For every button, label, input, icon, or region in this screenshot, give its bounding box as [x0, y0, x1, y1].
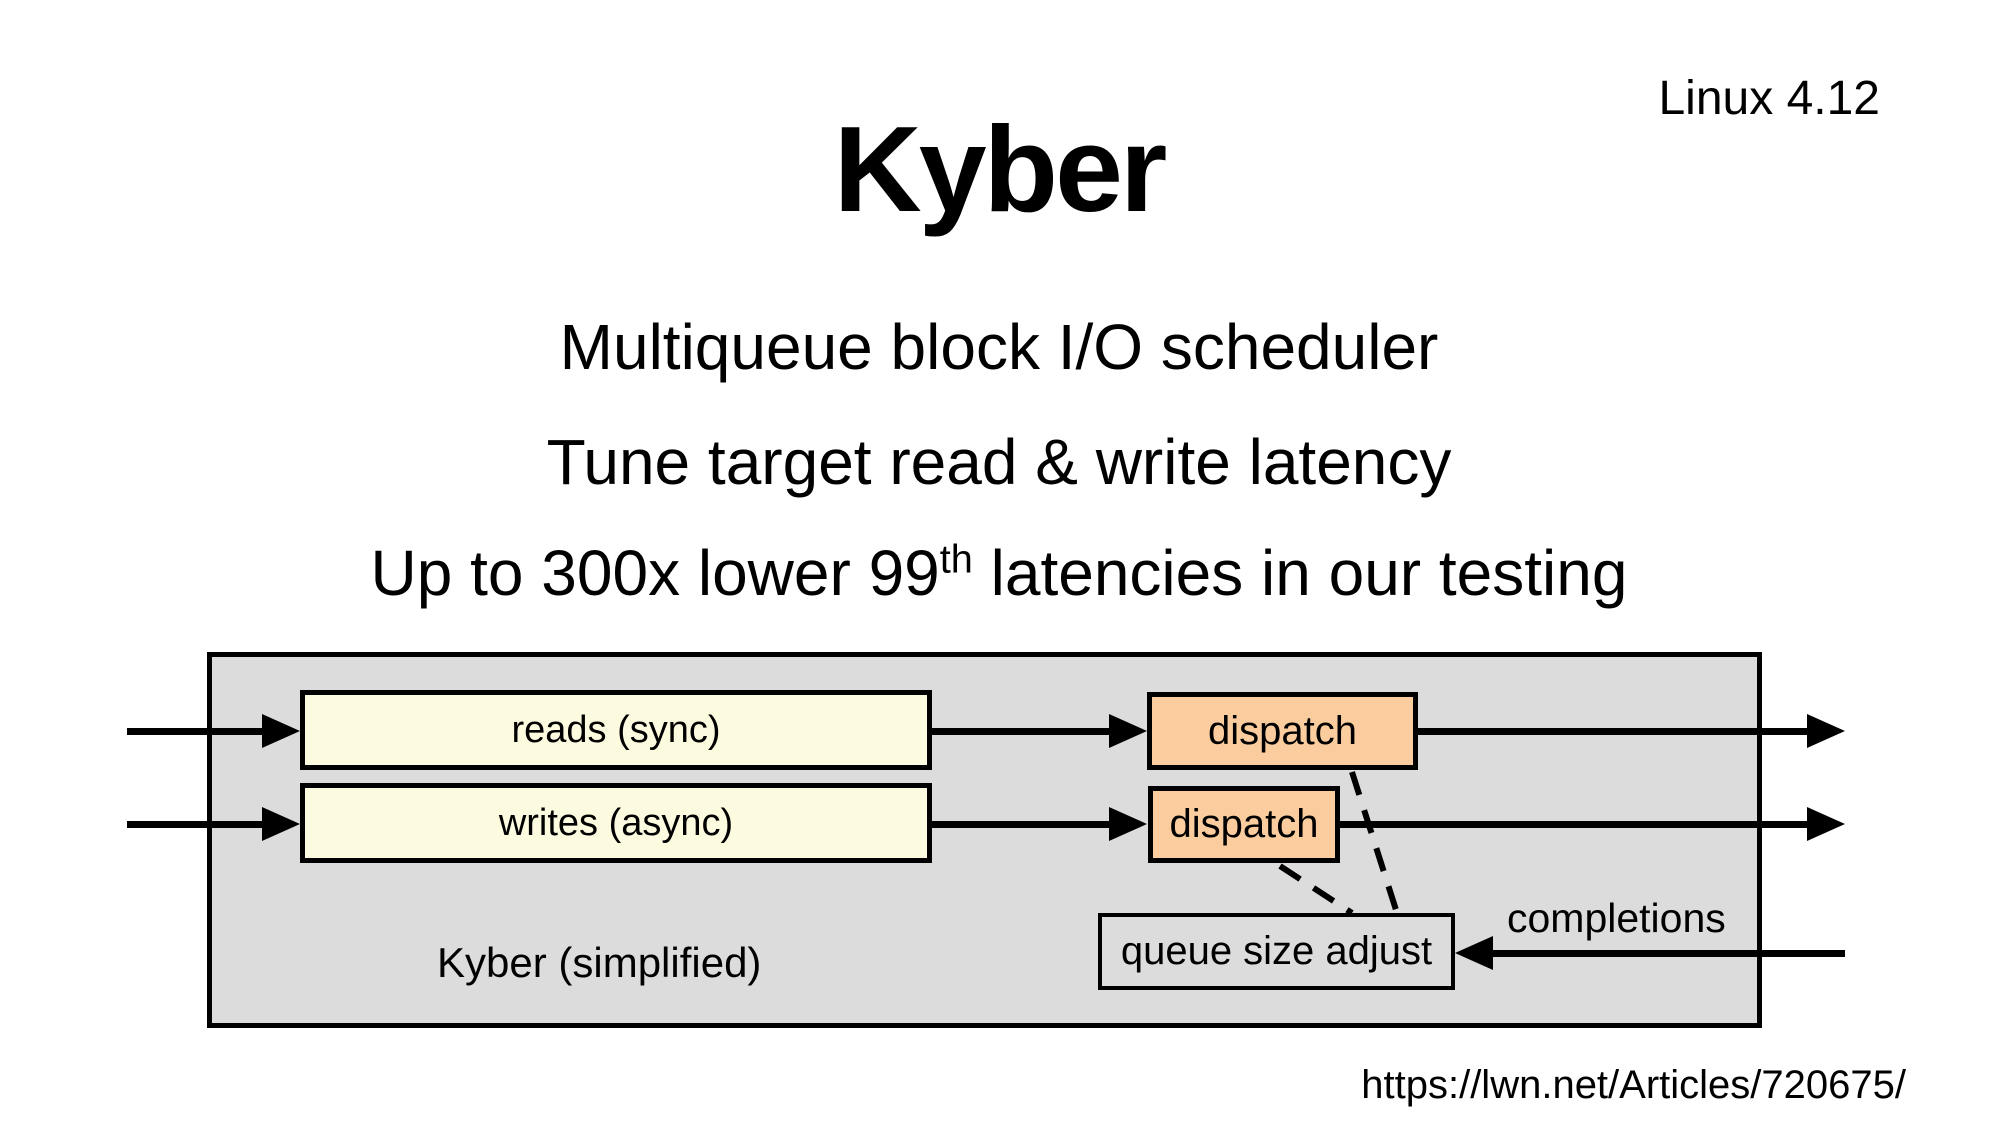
reads-queue-box: reads (sync) [300, 690, 932, 770]
dispatch-read-out-arrow-line [1418, 728, 1809, 735]
writes-to-dispatch-arrow-line [932, 821, 1111, 828]
dispatch-read-box: dispatch [1147, 692, 1418, 770]
writes-queue-label: writes (async) [498, 801, 734, 844]
dispatch-write-label: dispatch [1169, 802, 1319, 846]
completions-label: completions [1507, 895, 1726, 941]
queue-size-adjust-box: queue size adjust [1098, 913, 1455, 990]
subtitle-line-3: Up to 300x lower 99th latencies in our t… [0, 535, 1998, 611]
reads-to-dispatch-arrow-head [1109, 714, 1147, 748]
slide-title: Kyber [833, 101, 1168, 237]
writes-queue-box: writes (async) [300, 783, 932, 863]
subtitle-line-2: Tune target read & write latency [546, 426, 1452, 498]
subtitle-line-1: Multiqueue block I/O scheduler [559, 311, 1439, 383]
writes-to-dispatch-arrow-head [1109, 807, 1147, 841]
reads-to-dispatch-arrow-line [932, 728, 1111, 735]
dispatch-write-out-arrow-line [1340, 821, 1809, 828]
linux-version-note: Linux 4.12 [1658, 72, 1880, 125]
dispatch-write-out-arrow-head [1807, 807, 1845, 841]
reads-queue-label: reads (sync) [511, 708, 721, 751]
subtitle-line-3-suffix: latencies in our testing [972, 537, 1628, 609]
incoming-read-arrow-head [262, 714, 300, 748]
dispatch-read-out-arrow-head [1807, 714, 1845, 748]
completions-arrow-head [1455, 936, 1493, 970]
incoming-read-arrow-line [127, 728, 264, 735]
incoming-write-arrow-head [262, 807, 300, 841]
subtitle-line-3-superscript: th [939, 537, 973, 582]
incoming-write-arrow-line [127, 821, 264, 828]
dispatch-write-box: dispatch [1148, 786, 1340, 863]
dispatch-read-label: dispatch [1208, 708, 1357, 753]
subtitle-line-3-prefix: Up to 300x lower 99 [370, 537, 940, 609]
completions-arrow-line [1491, 950, 1845, 957]
source-url: https://lwn.net/Articles/720675/ [1361, 1063, 1906, 1107]
diagram-caption: Kyber (simplified) [437, 939, 762, 986]
queue-size-adjust-label: queue size adjust [1120, 929, 1433, 973]
